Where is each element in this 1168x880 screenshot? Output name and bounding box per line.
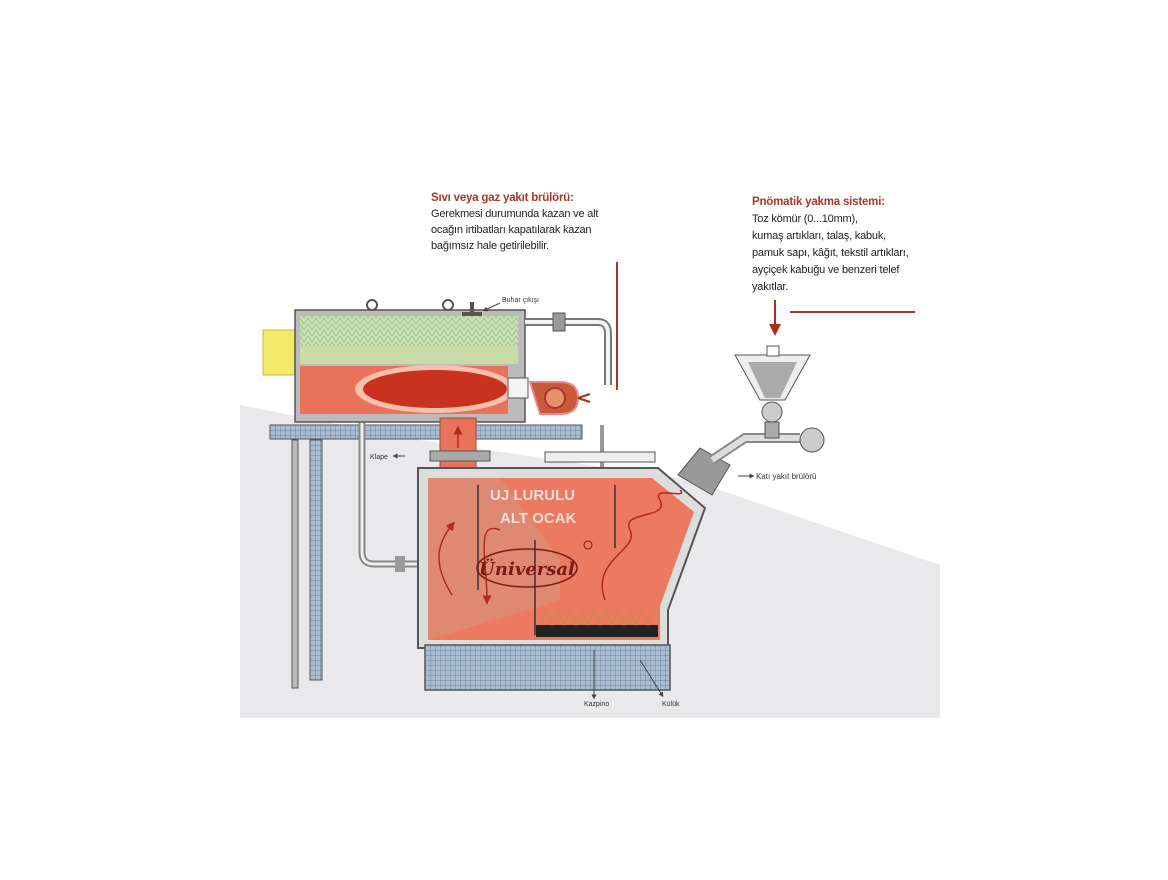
pneumatic-feeder [677, 300, 825, 496]
ash-label: Külük [662, 701, 680, 708]
ash-pit [424, 644, 671, 691]
svg-text:Üniversal: Üniversal [479, 557, 575, 580]
liquid-gas-burner [528, 381, 591, 415]
steam-outlet-label: Buhar çıkışı [502, 297, 539, 304]
scraper-label: Kazpino [584, 701, 609, 708]
steam-pipe [525, 318, 612, 385]
support-frame [269, 424, 583, 689]
liquid-gas-burner-callout: Sıvı veya gaz yakıt brülörü: Gerekmesi d… [431, 192, 599, 252]
solid-fuel-burner-label: Katı yakıt brülörü [756, 472, 816, 481]
pneumatic-system-callout: Pnömatik yakma sistemi: Toz kömür (0...1… [752, 196, 909, 293]
lower-furnace: UJ LURULU ALT OCAK Üniversal [417, 467, 707, 649]
furnace-text: ALT OCAK [500, 510, 577, 527]
damper [429, 450, 491, 462]
steam-boiler [262, 299, 529, 423]
universal-logo [476, 548, 578, 588]
furnace-text: UJ LURULU [490, 487, 575, 504]
damper-label: Klape [370, 454, 388, 461]
